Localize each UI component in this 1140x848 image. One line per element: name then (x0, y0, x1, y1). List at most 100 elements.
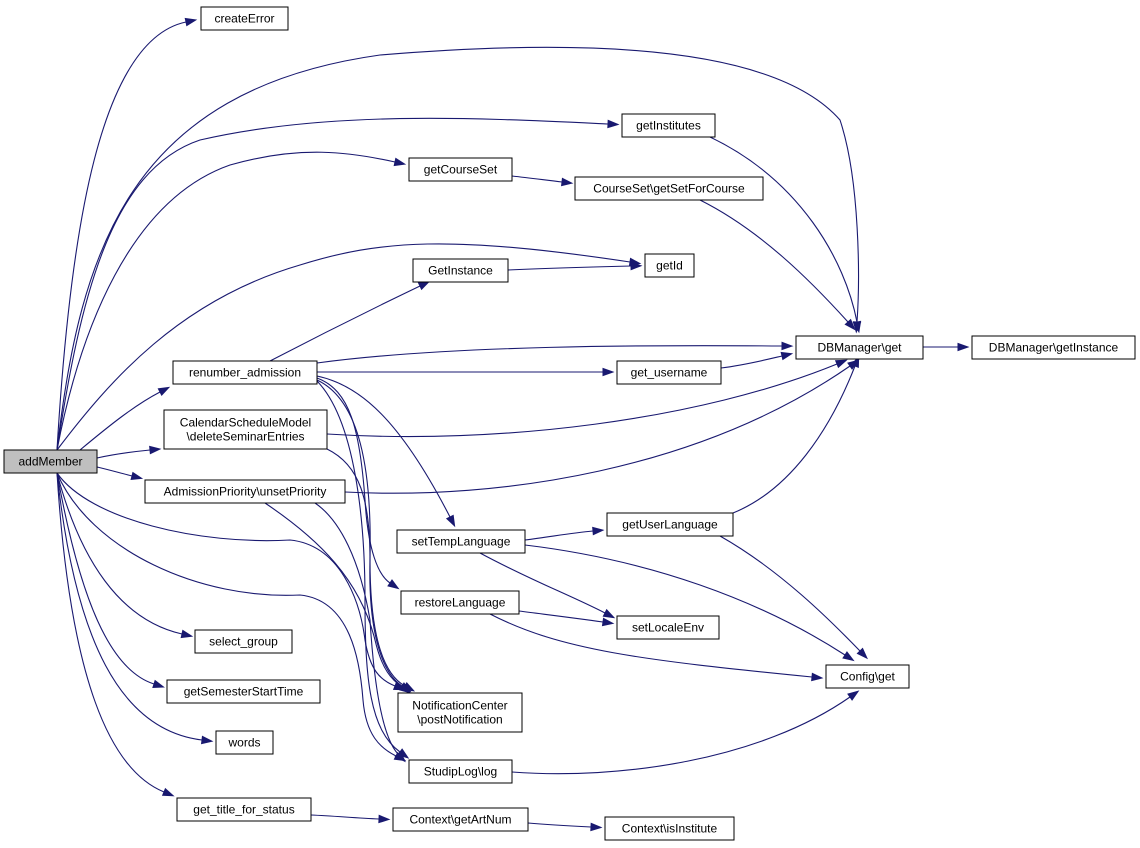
node-label: DBManager\getInstance (989, 341, 1119, 355)
edge-dbget-to-dbinst (922, 342, 970, 352)
edge-line (56, 117, 609, 451)
node-configget[interactable]: Config\get (825, 664, 910, 689)
node-getId[interactable]: getId (644, 253, 695, 278)
node-box (604, 816, 735, 841)
edge-getInstitutes-to-dbget (709, 136, 862, 334)
arrowhead-icon (130, 471, 144, 481)
edge-unsetPriority-to-studiplog (314, 502, 406, 763)
node-GetInstance[interactable]: GetInstance (412, 258, 509, 283)
node-box (795, 335, 924, 360)
node-postNotification[interactable]: NotificationCenter\postNotification (397, 692, 523, 733)
node-label: select_group (209, 635, 278, 649)
edge-addMember-to-calendar (96, 445, 162, 459)
node-box (3, 449, 98, 474)
node-dbinst[interactable]: DBManager\getInstance (971, 335, 1136, 360)
edges-layer (56, 17, 970, 832)
node-label: addMember (18, 455, 82, 469)
edge-line (79, 391, 161, 451)
node-words[interactable]: words (215, 730, 274, 755)
edge-unsetPriority-to-dbget (344, 359, 860, 494)
node-box (408, 759, 513, 784)
arrowhead-icon (560, 177, 574, 187)
edge-getCourseSet-to-getSetForCourse (511, 175, 574, 187)
node-setLocaleEnv[interactable]: setLocaleEnv (616, 615, 720, 640)
edge-line (56, 472, 165, 793)
node-label: \postNotification (417, 713, 502, 727)
node-getCourseSet[interactable]: getCourseSet (408, 157, 513, 182)
edge-renumber-to-dbget (316, 341, 794, 364)
edge-addMember-to-dbget (56, 46, 862, 451)
node-label: renumber_admission (189, 366, 301, 380)
node-getUserLanguage[interactable]: getUserLanguage (606, 512, 734, 537)
edge-addMember-to-renumber (79, 386, 171, 451)
edge-line (527, 822, 592, 828)
edge-renumber-to-GetInstance (269, 281, 431, 362)
edge-line (56, 472, 396, 687)
node-label: StudipLog\log (424, 765, 497, 779)
arrowhead-icon (157, 386, 171, 397)
node-label: getUserLanguage (622, 518, 718, 532)
node-box (408, 157, 513, 182)
node-restoreLanguage[interactable]: restoreLanguage (400, 590, 520, 615)
edge-calendar-to-dbget (326, 359, 848, 438)
arrowhead-icon (847, 690, 860, 701)
arrowhead-icon (200, 735, 214, 745)
node-calendar[interactable]: CalendarScheduleModel\deleteSeminarEntri… (163, 409, 328, 450)
node-renumber[interactable]: renumber_admission (172, 360, 318, 385)
node-studiplog[interactable]: StudipLog\log (408, 759, 513, 784)
edge-line (524, 530, 594, 541)
node-addMember[interactable]: addMember (3, 449, 98, 474)
edge-line (316, 375, 451, 518)
edge-setTempLanguage-to-setLocaleEnv (479, 552, 616, 619)
node-dbget[interactable]: DBManager\get (795, 335, 924, 360)
edge-line (511, 175, 563, 183)
arrowhead-icon (184, 17, 198, 27)
node-setTempLanguage[interactable]: setTempLanguage (396, 529, 526, 554)
node-isInstitute[interactable]: Context\isInstitute (604, 816, 735, 841)
edge-line (314, 502, 399, 755)
node-get_username[interactable]: get_username (616, 360, 722, 385)
arrowhead-icon (590, 822, 603, 832)
edge-renumber-to-postNotification (316, 379, 412, 693)
node-label: Context\getArtNum (409, 813, 511, 827)
arrowhead-icon (852, 320, 862, 334)
edge-line (709, 136, 858, 323)
arrowhead-icon (387, 579, 400, 590)
arrowhead-icon (399, 683, 412, 694)
edge-line (518, 610, 604, 623)
node-getArtNum[interactable]: Context\getArtNum (392, 807, 529, 832)
arrowhead-icon (607, 119, 620, 129)
edge-line (96, 449, 151, 459)
arrowhead-icon (842, 651, 855, 662)
arrowhead-icon (602, 367, 615, 377)
edge-renumber-to-get_username (317, 367, 615, 377)
node-box (215, 730, 274, 755)
edge-addMember-to-getInstitutes (56, 117, 620, 451)
arrowhead-icon (780, 351, 794, 361)
node-box (163, 409, 328, 450)
edge-renumber-to-setTempLanguage (316, 375, 456, 528)
arrowhead-icon (592, 526, 605, 536)
arrowhead-icon (856, 647, 868, 660)
node-select_group[interactable]: select_group (194, 629, 293, 654)
node-box (392, 807, 529, 832)
arrowhead-icon (445, 514, 456, 528)
node-box (616, 615, 720, 640)
node-box (194, 629, 293, 654)
node-get_title[interactable]: get_title_for_status (176, 797, 312, 822)
node-box (396, 529, 526, 554)
node-box (616, 360, 722, 385)
node-createError[interactable]: createError (200, 6, 289, 31)
edge-setTempLanguage-to-configget (524, 544, 855, 662)
node-getInstitutes[interactable]: getInstitutes (621, 113, 716, 138)
node-label: getInstitutes (636, 119, 701, 133)
arrowhead-icon (152, 679, 165, 688)
edge-restoreLanguage-to-configget (489, 613, 824, 682)
node-label: CalendarScheduleModel (180, 416, 311, 430)
edge-unsetPriority-to-postNotification (264, 502, 412, 694)
node-getSetForCourse[interactable]: CourseSet\getSetForCourse (574, 176, 764, 201)
node-unsetPriority[interactable]: AdmissionPriority\unsetPriority (144, 479, 346, 504)
node-getSemesterStartTime[interactable]: getSemesterStartTime (166, 679, 321, 704)
arrowhead-icon (781, 341, 794, 351)
